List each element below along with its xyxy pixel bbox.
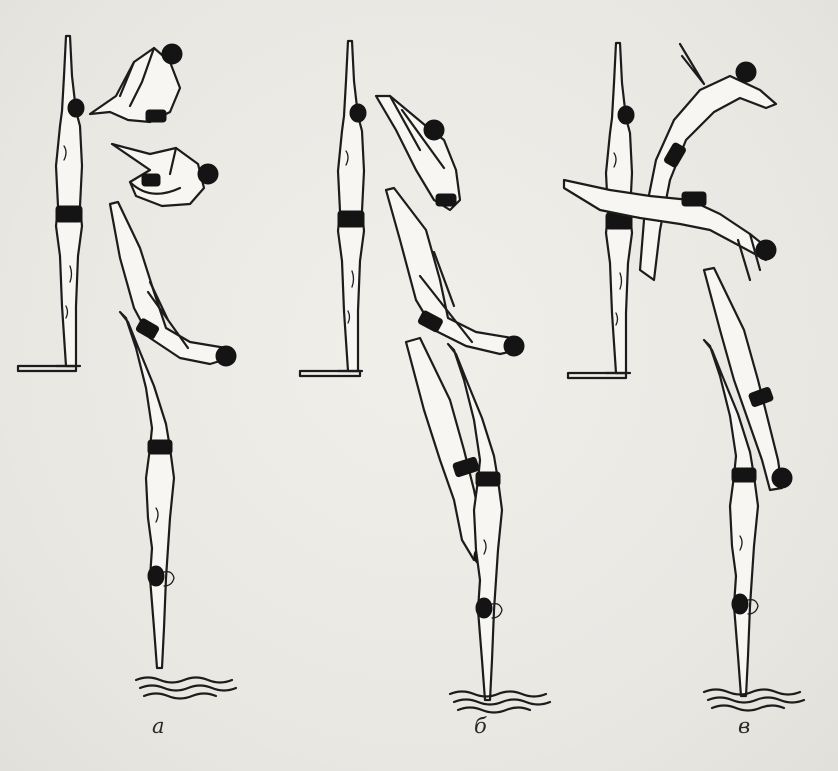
water-b bbox=[450, 692, 550, 713]
water-v bbox=[704, 690, 804, 711]
water-a bbox=[136, 678, 236, 699]
panel-b bbox=[300, 41, 550, 713]
diver-a-tuck-2 bbox=[112, 144, 218, 206]
diver-a-tuck-1 bbox=[90, 44, 182, 122]
diver-a-takeoff bbox=[56, 36, 84, 366]
diver-b-pike-2 bbox=[386, 188, 524, 356]
panel-b-label: б bbox=[474, 716, 487, 737]
diver-a-pike bbox=[110, 202, 236, 366]
diver-v-layout-2 bbox=[564, 180, 776, 280]
diver-a-entry bbox=[120, 312, 174, 668]
panel-v-label: в bbox=[738, 716, 750, 737]
panel-v bbox=[564, 43, 804, 711]
diver-b-entry bbox=[448, 344, 502, 700]
panel-a-label: а bbox=[152, 716, 165, 737]
diver-b-takeoff bbox=[338, 41, 366, 371]
panel-a bbox=[18, 36, 236, 699]
